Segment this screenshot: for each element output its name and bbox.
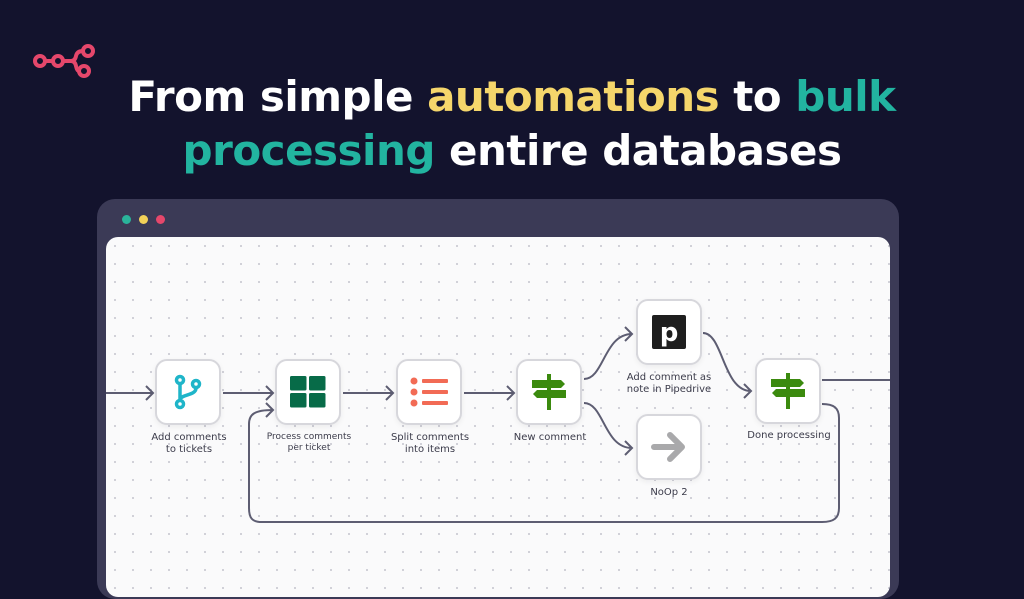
n8n-logo bbox=[33, 44, 95, 78]
node-add-comment-pipedrive[interactable]: p bbox=[636, 299, 702, 365]
node-label-line: Done processing bbox=[747, 430, 831, 441]
node-label-line: to tickets bbox=[165, 444, 213, 455]
node-label-line: NoOp 2 bbox=[650, 487, 688, 498]
grid-icon bbox=[290, 376, 326, 408]
headline-text: From simple bbox=[128, 72, 428, 121]
arrow-right-icon bbox=[651, 432, 685, 462]
node-process-comments-per-ticket[interactable] bbox=[275, 359, 341, 425]
signpost-icon bbox=[532, 374, 566, 410]
svg-text:p: p bbox=[660, 318, 679, 348]
headline-text: entire databases bbox=[434, 126, 842, 175]
branch-icon bbox=[174, 374, 202, 410]
headline-highlight: automations bbox=[427, 72, 720, 121]
signpost-icon bbox=[771, 373, 805, 409]
node-label-line: per ticket bbox=[287, 443, 331, 453]
connections bbox=[106, 326, 890, 523]
node-new-comment[interactable] bbox=[516, 359, 582, 425]
headline: From simple automations to bulk processi… bbox=[0, 70, 1024, 178]
list-icon bbox=[410, 377, 448, 407]
node-noop-2[interactable] bbox=[636, 414, 702, 480]
headline-highlight: bulk bbox=[795, 72, 896, 121]
window-dot-green[interactable] bbox=[122, 215, 131, 224]
node-label-line: New comment bbox=[513, 432, 587, 443]
pipedrive-icon: p bbox=[652, 315, 686, 349]
node-label-line: Add comments bbox=[151, 432, 227, 443]
headline-highlight: processing bbox=[182, 126, 436, 175]
node-done-processing[interactable] bbox=[755, 358, 821, 424]
node-label: NoOp 2 bbox=[604, 487, 734, 499]
node-split-comments-into-items[interactable] bbox=[396, 359, 462, 425]
node-label-line: into items bbox=[404, 444, 456, 455]
node-label-line: Split comments bbox=[390, 432, 470, 443]
headline-text: to bbox=[719, 72, 796, 121]
node-label-line: note in Pipedrive bbox=[626, 384, 712, 395]
node-label: Done processing bbox=[724, 430, 854, 442]
node-label: New comment bbox=[485, 432, 615, 444]
window-dot-yellow[interactable] bbox=[139, 215, 148, 224]
node-label-line: Process comments bbox=[266, 432, 352, 442]
node-label-line: Add comment as bbox=[626, 372, 712, 383]
window-dot-red[interactable] bbox=[156, 215, 165, 224]
node-add-comments-to-tickets[interactable] bbox=[155, 359, 221, 425]
